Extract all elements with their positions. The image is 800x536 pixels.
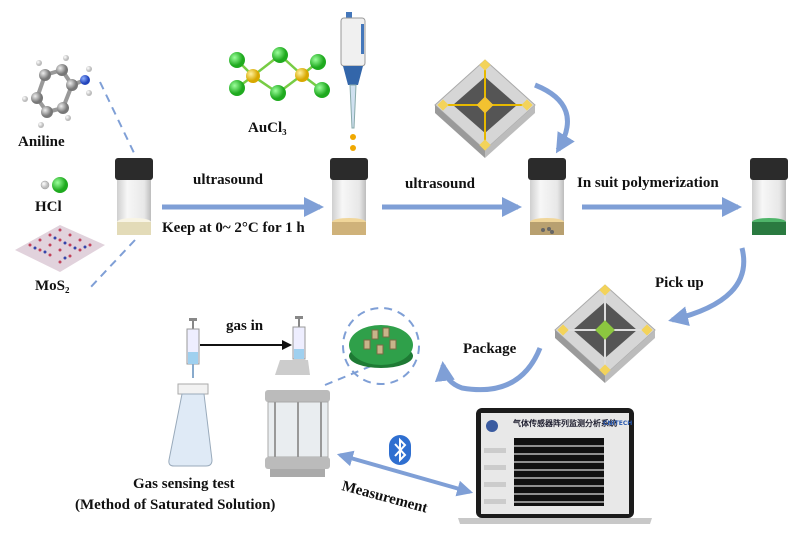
vial-icon xyxy=(115,158,153,235)
arrow-pick-up xyxy=(668,247,747,326)
hcl-molecule xyxy=(40,177,68,193)
sensor-chip-icon xyxy=(554,284,656,383)
flask-icon xyxy=(168,383,213,467)
syringe-icon xyxy=(186,318,200,378)
mos2-connector xyxy=(87,239,136,291)
step1-bottom-label: Keep at 0~ 2°C for 1 h xyxy=(162,220,305,236)
aucl3-label: AuCl₃ xyxy=(248,120,287,136)
aniline-connector xyxy=(99,81,136,156)
laptop-screen-brand: CNITECH xyxy=(603,420,633,427)
step2-label: ultrasound xyxy=(405,176,476,192)
arrow-package xyxy=(434,347,543,393)
laptop-screen-title: 气体传感器阵列监测分析系统 xyxy=(513,419,617,428)
mos2-label: MoS₂ xyxy=(35,278,70,294)
test-title: Gas sensing test xyxy=(133,476,235,492)
arrow-chip-to-vial xyxy=(534,82,575,154)
step3-label: In suit polymerization xyxy=(577,175,719,191)
vial-icon xyxy=(750,158,788,235)
sensor-chip-icon xyxy=(434,59,536,158)
step4-label: Pick up xyxy=(655,275,704,291)
gas-test-chamber xyxy=(265,360,330,477)
syringe-icon xyxy=(292,316,306,360)
step5-label: Package xyxy=(463,341,517,357)
hcl-label: HCl xyxy=(35,199,62,215)
sensor-board-ring xyxy=(342,307,420,385)
pipette-icon xyxy=(340,12,366,151)
bluetooth-icon xyxy=(389,435,411,465)
gas-in-label: gas in xyxy=(226,318,264,334)
step1-top-label: ultrasound xyxy=(193,172,264,188)
aucl3-molecule xyxy=(229,47,330,101)
vial-icon xyxy=(330,158,368,235)
laptop-icon xyxy=(458,408,652,524)
arrow-measurement xyxy=(336,450,474,497)
mos2-lattice xyxy=(15,225,105,272)
aniline-label: Aniline xyxy=(18,134,65,150)
aniline-molecule xyxy=(22,55,92,128)
test-subtitle: (Method of Saturated Solution) xyxy=(75,497,276,513)
sensor-board xyxy=(349,325,413,368)
vial-icon xyxy=(528,158,566,235)
